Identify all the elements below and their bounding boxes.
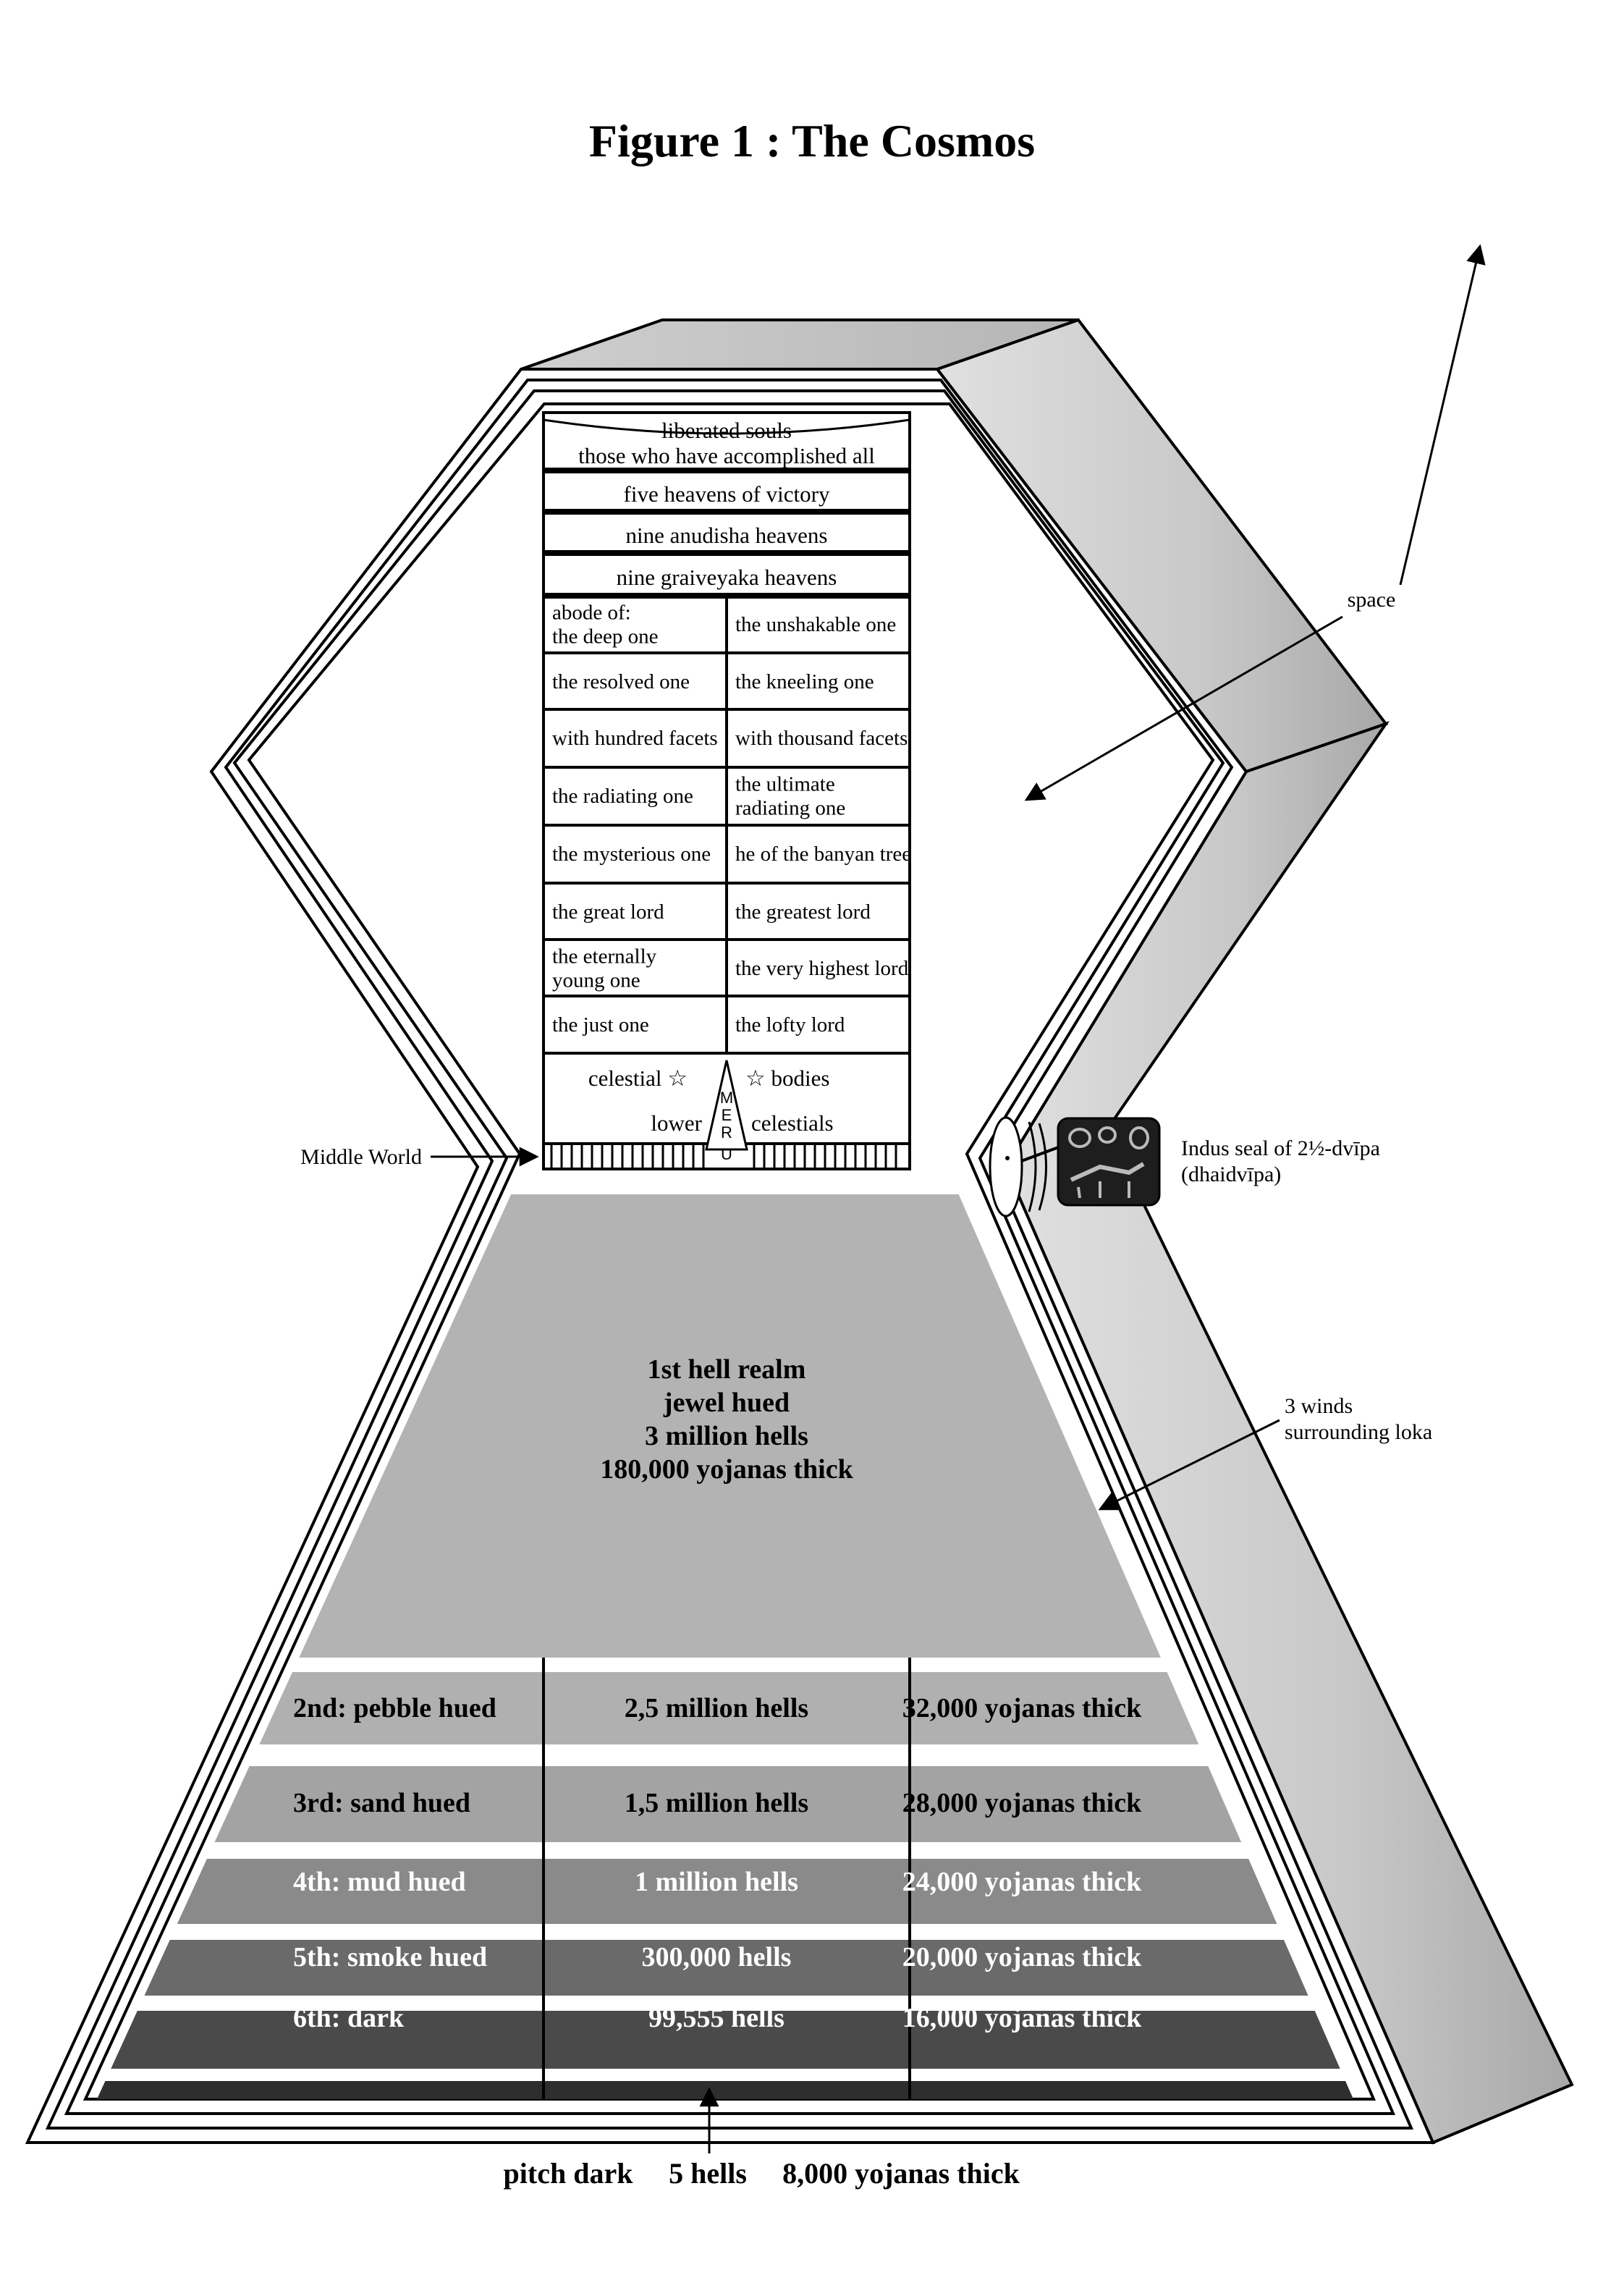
hell-3-band bbox=[97, 1766, 1353, 1842]
seventh-hell-name: pitch dark bbox=[504, 2157, 634, 2190]
meru-letter-e: E bbox=[722, 1106, 732, 1124]
hell-2-name: 2nd: pebble hued bbox=[293, 1693, 496, 1723]
celestial-right-bottom: celestials bbox=[751, 1110, 834, 1136]
hell-1-line-1: 1st hell realm bbox=[648, 1354, 806, 1385]
heaven-cell-4-0: the mysterious one bbox=[552, 843, 711, 866]
hell-5-band bbox=[97, 1940, 1353, 1996]
hell-1-line-3: 3 million hells bbox=[645, 1421, 808, 1451]
heaven-row-1: five heavens of victory bbox=[624, 481, 830, 507]
heaven-cell-3-1: radiating one bbox=[735, 797, 845, 820]
meru-letter-r: R bbox=[721, 1123, 732, 1141]
heaven-cell-1-0: the resolved one bbox=[552, 670, 690, 693]
hell-6-thickness: 16,000 yojanas thick bbox=[902, 2003, 1142, 2033]
heaven-row-3: nine graiveyaka heavens bbox=[617, 565, 837, 590]
heaven-cell-5-0: the great lord bbox=[552, 900, 664, 924]
seventh-hell-count: 5 hells bbox=[669, 2157, 747, 2190]
indus-seal-label-1: Indus seal of 2½-dvīpa bbox=[1181, 1136, 1380, 1160]
heaven-row-2: nine anudisha heavens bbox=[626, 523, 828, 548]
hell-2-thickness: 32,000 yojanas thick bbox=[902, 1693, 1142, 1723]
hell-1-line-2: jewel hued bbox=[663, 1388, 790, 1418]
heaven-cell-6-1: the very highest lord bbox=[735, 957, 909, 980]
heaven-cell-1-1: the kneeling one bbox=[735, 670, 874, 693]
hell-4-name: 4th: mud hued bbox=[293, 1867, 466, 1897]
hell-4-band bbox=[97, 1859, 1353, 1924]
outline-loka bbox=[83, 402, 1376, 2101]
heaven-cell-7-0: the just one bbox=[552, 1013, 649, 1037]
heaven-cell-0-0: abode of: bbox=[552, 602, 631, 625]
celestial-right-top: ☆ bodies bbox=[745, 1065, 829, 1091]
winds-label-1: 3 winds bbox=[1285, 1394, 1353, 1418]
heaven-cell-7-1: the lofty lord bbox=[735, 1013, 845, 1037]
space-arrow-up bbox=[1399, 244, 1486, 586]
space-arrow-in bbox=[1024, 615, 1343, 801]
seventh-hell-thickness: 8,000 yojanas thick bbox=[782, 2157, 1020, 2190]
cap-line-2: those who have accomplished all bbox=[578, 443, 875, 468]
heaven-cell-4-1: he of the banyan tree bbox=[735, 843, 911, 866]
meru-letter-m: M bbox=[720, 1089, 733, 1107]
heaven-cell-0-1: the unshakable one bbox=[735, 613, 896, 636]
winds-arrow bbox=[1098, 1419, 1280, 1511]
hell-4-count: 1 million hells bbox=[635, 1867, 798, 1897]
heaven-cell-5-1: the greatest lord bbox=[735, 900, 871, 924]
heaven-cell-0-0: the deep one bbox=[552, 625, 659, 649]
heaven-cell-3-0: the radiating one bbox=[552, 785, 693, 808]
cap-line-1: liberated souls bbox=[661, 418, 792, 443]
meru-letter-u: U bbox=[721, 1145, 732, 1163]
middle-world-label: Middle World bbox=[300, 1145, 422, 1169]
upper-world-column bbox=[542, 411, 911, 1170]
space-label: space bbox=[1348, 588, 1396, 612]
hell-1-line-4: 180,000 yojanas thick bbox=[600, 1454, 853, 1485]
meru-mountain: M E R U bbox=[705, 1060, 748, 1163]
hell-3-name: 3rd: sand hued bbox=[293, 1788, 470, 1818]
indus-seal-label-2: (dhaidvīpa) bbox=[1181, 1162, 1281, 1186]
hell-6-band bbox=[97, 2011, 1353, 2069]
hell-3-thickness: 28,000 yojanas thick bbox=[902, 1788, 1142, 1818]
hell-5-thickness: 20,000 yojanas thick bbox=[902, 1942, 1142, 1972]
winds-label-2: surrounding loka bbox=[1285, 1420, 1432, 1444]
heaven-cell-2-0: with hundred facets bbox=[552, 727, 718, 750]
hell-2-count: 2,5 million hells bbox=[625, 1693, 808, 1723]
hell-texts: 1st hell realm jewel hued 3 million hell… bbox=[293, 1354, 1142, 2033]
heaven-cell-6-0: the eternally bbox=[552, 945, 657, 968]
hell-4-thickness: 24,000 yojanas thick bbox=[902, 1867, 1142, 1897]
upper-world-texts: liberated souls those who have accomplis… bbox=[552, 418, 911, 1136]
hell-5-name: 5th: smoke hued bbox=[293, 1942, 487, 1972]
celestial-left-bottom: lower bbox=[651, 1110, 702, 1136]
hell-5-count: 300,000 hells bbox=[642, 1942, 792, 1972]
heaven-cell-6-0: young one bbox=[552, 969, 640, 992]
indus-seal-icon bbox=[989, 1116, 1161, 1217]
hell-7-band bbox=[97, 2081, 1353, 2099]
celestial-left-top: celestial ☆ bbox=[588, 1065, 688, 1091]
heaven-cell-2-1: with thousand facets bbox=[735, 727, 908, 750]
hell-3-count: 1,5 million hells bbox=[625, 1788, 808, 1818]
outline-wind-2 bbox=[45, 379, 1414, 2130]
hell-2-band bbox=[97, 1672, 1353, 1744]
figure-title: Figure 1 : The Cosmos bbox=[589, 115, 1035, 166]
hell-6-count: 99,555 hells bbox=[648, 2003, 784, 2033]
hell-6-name: 6th: dark bbox=[293, 2003, 405, 2033]
outline-wind-3 bbox=[64, 389, 1396, 2115]
heaven-cell-3-1: the ultimate bbox=[735, 773, 835, 796]
